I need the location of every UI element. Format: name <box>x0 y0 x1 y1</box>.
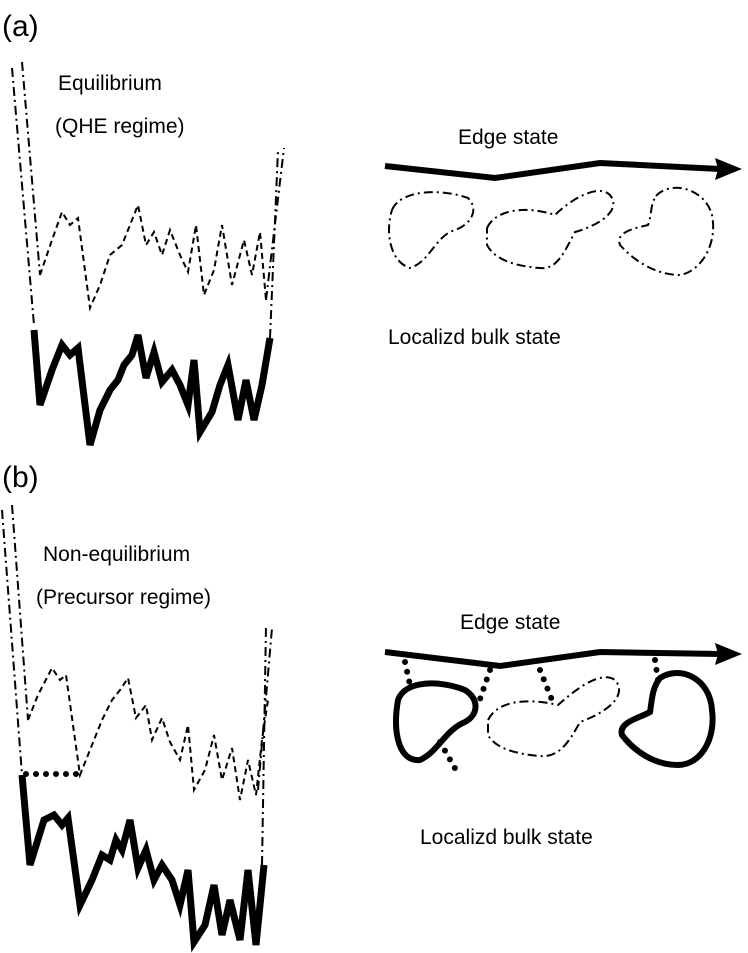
panel-b-connector-4 <box>652 657 661 683</box>
panel-b-label: (b) <box>2 461 39 494</box>
panel-a-left-wall <box>11 61 41 326</box>
panel-b-left-wall <box>1 504 29 776</box>
panel-b-connector-1 <box>402 659 413 688</box>
panel-a-bulk-label: Localizd bulk state <box>388 326 561 349</box>
panel-b-edge-label: Edge state <box>460 611 560 634</box>
panel-b: (b) Non-equilibrium (Precursor regime) E… <box>1 461 742 953</box>
panel-a-bulk-loop-1 <box>388 191 475 270</box>
panel-a-edge-label: Edge state <box>458 126 558 149</box>
panel-b-bulk-loop-2 <box>487 676 621 758</box>
panel-a: (a) Equilibrium (QHE regime) Edge state … <box>2 10 742 446</box>
panel-b-bulk-loop-3 <box>618 670 716 769</box>
panel-b-edge-arrow <box>384 648 721 670</box>
panel-a-bulk-loop-2 <box>486 189 615 270</box>
panel-b-regime-title: Non-equilibrium <box>43 543 190 566</box>
panel-a-regime-subtitle: (QHE regime) <box>55 115 185 138</box>
panel-a-label: (a) <box>2 10 39 43</box>
panel-b-regime-subtitle: (Precursor regime) <box>36 586 211 609</box>
panel-b-bulk-loop-1 <box>393 680 479 764</box>
panel-a-thick-potential <box>30 329 274 446</box>
panel-a-regime-title: Equilibrium <box>58 72 162 95</box>
panel-b-arrowhead <box>715 643 742 665</box>
panel-a-bulk-loop-3 <box>618 186 715 277</box>
panel-b-connector-2 <box>475 667 493 708</box>
panel-a-right-wall <box>265 147 285 339</box>
panel-b-thick-potential <box>18 774 268 953</box>
panel-b-right-wall <box>257 624 273 866</box>
panel-b-thin-potential <box>27 666 269 801</box>
panel-b-connector-5 <box>437 739 459 773</box>
panel-b-connector-3 <box>537 667 555 703</box>
panel-b-bulk-label: Localizd bulk state <box>420 826 593 849</box>
panel-a-thin-potential <box>39 201 267 312</box>
panel-a-arrowhead <box>715 158 742 180</box>
panel-a-edge-arrow <box>384 159 721 182</box>
